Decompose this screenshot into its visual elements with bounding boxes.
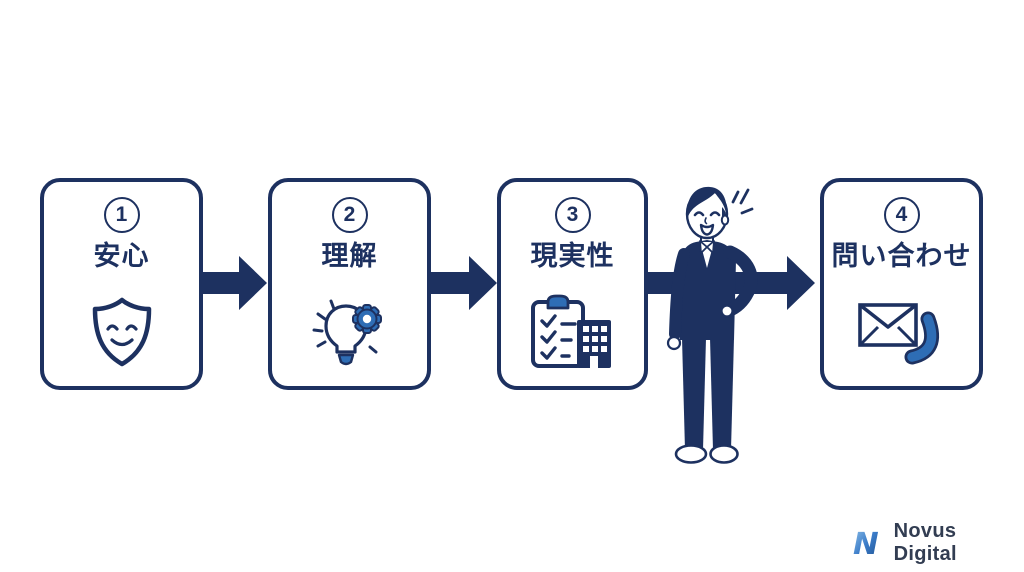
businessman-illustration	[666, 186, 758, 464]
novus-digital-logo: N Novus Digital	[852, 520, 1024, 566]
step-card-2: 2 理解	[268, 178, 431, 390]
step-card-4: 4 問い合わせ	[820, 178, 983, 390]
step-number: 3	[566, 203, 579, 226]
logo-mark-letter: N	[853, 527, 879, 561]
step-label: 現実性	[530, 241, 615, 271]
step-number-badge: 3	[554, 197, 591, 233]
step-number-badge: 2	[331, 197, 368, 233]
clipboard-checklist-building-icon	[525, 278, 621, 386]
step-card-1: 1 安心	[40, 178, 203, 390]
step-label: 問い合わせ	[831, 241, 972, 271]
step-number-badge: 4	[883, 197, 920, 233]
step-label: 理解	[321, 241, 378, 271]
step-label: 安心	[93, 241, 150, 271]
envelope-phone-icon	[856, 278, 948, 386]
step-card-3: 3 現実性	[497, 178, 648, 390]
step-number: 4	[895, 203, 908, 226]
arrow-right-1-icon	[201, 256, 267, 310]
step-number: 1	[115, 203, 128, 226]
novus-logo-mark-icon: N	[853, 527, 879, 561]
step-number: 2	[343, 203, 356, 226]
logo-text: Novus Digital	[893, 520, 957, 565]
shield-smiling-face-icon	[88, 278, 156, 386]
step-number-badge: 1	[103, 197, 140, 233]
arrow-right-2-icon	[426, 256, 497, 310]
lightbulb-gear-icon	[309, 278, 391, 386]
